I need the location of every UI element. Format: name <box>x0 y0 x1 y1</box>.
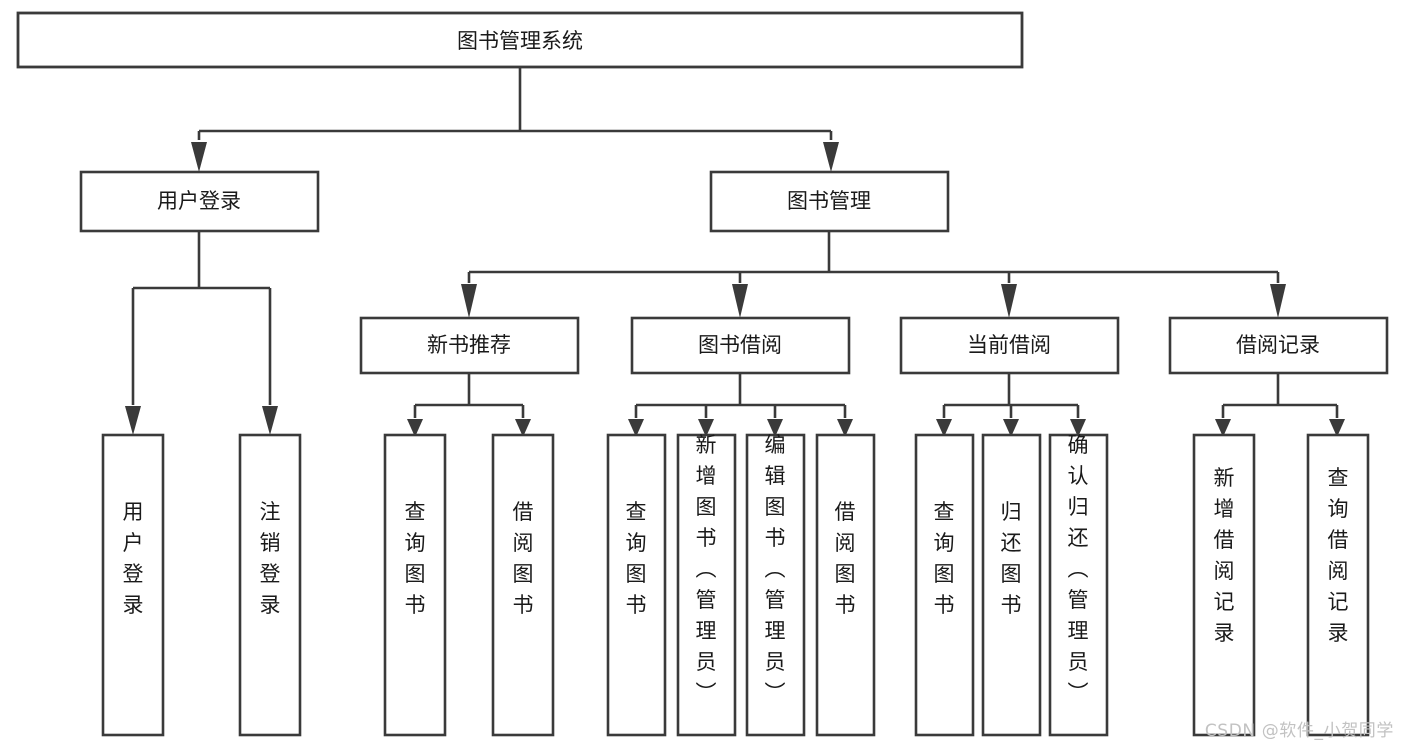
current-borrow-label: 当前借阅 <box>967 333 1051 357</box>
connector-current-borrow-bus <box>942 373 1080 418</box>
connector-layer <box>131 67 1339 418</box>
arrow-icon-cb-leaf-2 <box>1003 419 1019 437</box>
arrow-icon-to-leaf-logout <box>262 406 278 435</box>
arrow-icon-to-current-borrow <box>1001 284 1017 318</box>
connector-user-login-bus <box>131 231 272 405</box>
connector-book-borrow-bus <box>634 373 847 418</box>
leaf-node-query-book-cb[interactable]: 查询图书 <box>914 433 975 737</box>
user-login-label: 用户登录 <box>157 189 241 213</box>
arrow-icon-to-user-login <box>191 142 207 172</box>
leaf-label-confirm-return-admin: 确认归还︵管理员︶ <box>1068 433 1089 705</box>
connector-new-book-bus <box>413 373 525 418</box>
node-root-book-management-system[interactable]: 图书管理系统 <box>16 11 1024 69</box>
connector-borrow-record-bus <box>1221 373 1339 418</box>
node-book-borrow[interactable]: 图书借阅 <box>630 316 851 375</box>
arrow-icon-cb-leaf-1 <box>936 419 952 437</box>
arrowhead-layer <box>125 142 1345 437</box>
node-borrow-record[interactable]: 借阅记录 <box>1168 316 1389 375</box>
arrow-icon-to-book-manage <box>823 142 839 172</box>
book-management-box[interactable] <box>709 170 950 233</box>
leaf-box[interactable] <box>1192 433 1256 737</box>
borrow-record-label: 借阅记录 <box>1236 333 1320 357</box>
connector-root-to-level1 <box>197 67 833 140</box>
leaf-label-logout: 注销登录 <box>260 500 281 617</box>
node-book-management[interactable]: 图书管理 <box>709 170 950 233</box>
leaf-box[interactable] <box>676 433 737 737</box>
node-new-book-recommend[interactable]: 新书推荐 <box>359 316 580 375</box>
borrow-record-box[interactable] <box>1168 316 1389 375</box>
leaf-box[interactable] <box>914 433 975 737</box>
leaf-box[interactable] <box>815 433 876 737</box>
leaf-node-add-borrow-record[interactable]: 新增借阅记录 <box>1192 433 1256 737</box>
root-box[interactable] <box>16 11 1024 69</box>
leaf-label-borrow-book-nb: 借阅图书 <box>513 500 534 617</box>
node-user-login[interactable]: 用户登录 <box>79 170 320 233</box>
connector-book-manage-bus <box>467 231 1280 283</box>
arrow-icon-cb-leaf-3 <box>1070 419 1086 437</box>
arrow-icon-bb-leaf-2 <box>698 419 714 437</box>
leaf-label-query-book-nb: 查询图书 <box>405 500 426 617</box>
book-management-label: 图书管理 <box>787 189 871 213</box>
leaf-node-user-login[interactable]: 用户登录 <box>101 433 165 737</box>
node-current-borrow[interactable]: 当前借阅 <box>899 316 1120 375</box>
arrow-icon-nb-leaf-1 <box>407 419 423 437</box>
arrow-icon-bb-leaf-1 <box>628 419 644 437</box>
leaf-node-add-book-admin[interactable]: 新增图书︵管理员︶ <box>676 433 737 737</box>
leaf-label-borrow-book-bb: 借阅图书 <box>835 500 856 617</box>
leaf-node-confirm-return-admin[interactable]: 确认归还︵管理员︶ <box>1048 433 1109 737</box>
arrow-icon-to-book-borrow <box>732 284 748 318</box>
leaf-label-query-book-bb: 查询图书 <box>626 500 647 617</box>
arrow-icon-bb-leaf-3 <box>767 419 783 437</box>
leaf-node-edit-book-admin[interactable]: 编辑图书︵管理员︶ <box>745 433 806 737</box>
arrow-icon-br-leaf-1 <box>1215 419 1231 437</box>
leaf-box[interactable] <box>1048 433 1109 737</box>
leaf-node-borrow-book-bb[interactable]: 借阅图书 <box>815 433 876 737</box>
leaf-node-query-book-nb[interactable]: 查询图书 <box>383 433 447 737</box>
leaf-label-return-book: 归还图书 <box>1001 500 1022 617</box>
book-borrow-box[interactable] <box>630 316 851 375</box>
leaf-box[interactable] <box>1306 433 1370 737</box>
leaf-label-user-login: 用户登录 <box>123 500 144 617</box>
leaf-node-query-borrow-record[interactable]: 查询借阅记录 <box>1306 433 1370 737</box>
arrow-icon-to-new-book <box>461 284 477 318</box>
arrow-icon-br-leaf-2 <box>1329 419 1345 437</box>
arrow-icon-to-leaf-user-login <box>125 406 141 435</box>
arrow-icon-to-borrow-record <box>1270 284 1286 318</box>
leaf-label-add-borrow-record: 新增借阅记录 <box>1214 466 1235 645</box>
leaf-label-edit-book-admin: 编辑图书︵管理员︶ <box>765 433 786 705</box>
leaf-box[interactable] <box>981 433 1042 737</box>
leaf-box[interactable] <box>101 433 165 737</box>
leaf-node-return-book[interactable]: 归还图书 <box>981 433 1042 737</box>
leaf-box[interactable] <box>745 433 806 737</box>
leaf-box[interactable] <box>238 433 302 737</box>
leaf-node-logout[interactable]: 注销登录 <box>238 433 302 737</box>
leaf-label-query-borrow-record: 查询借阅记录 <box>1328 466 1349 645</box>
arrow-icon-nb-leaf-2 <box>515 419 531 437</box>
leaf-box[interactable] <box>491 433 555 737</box>
current-borrow-box[interactable] <box>899 316 1120 375</box>
user-login-box[interactable] <box>79 170 320 233</box>
leaf-label-add-book-admin: 新增图书︵管理员︶ <box>696 433 717 705</box>
leaf-node-query-book-bb[interactable]: 查询图书 <box>606 433 667 737</box>
new-book-recommend-label: 新书推荐 <box>427 333 511 357</box>
arrow-icon-bb-leaf-4 <box>837 419 853 437</box>
root-label: 图书管理系统 <box>457 29 583 53</box>
leaf-label-query-book-cb: 查询图书 <box>934 500 955 617</box>
leaf-node-borrow-book-nb[interactable]: 借阅图书 <box>491 433 555 737</box>
leaf-box[interactable] <box>383 433 447 737</box>
new-book-recommend-box[interactable] <box>359 316 580 375</box>
leaf-box[interactable] <box>606 433 667 737</box>
book-borrow-label: 图书借阅 <box>698 333 782 357</box>
